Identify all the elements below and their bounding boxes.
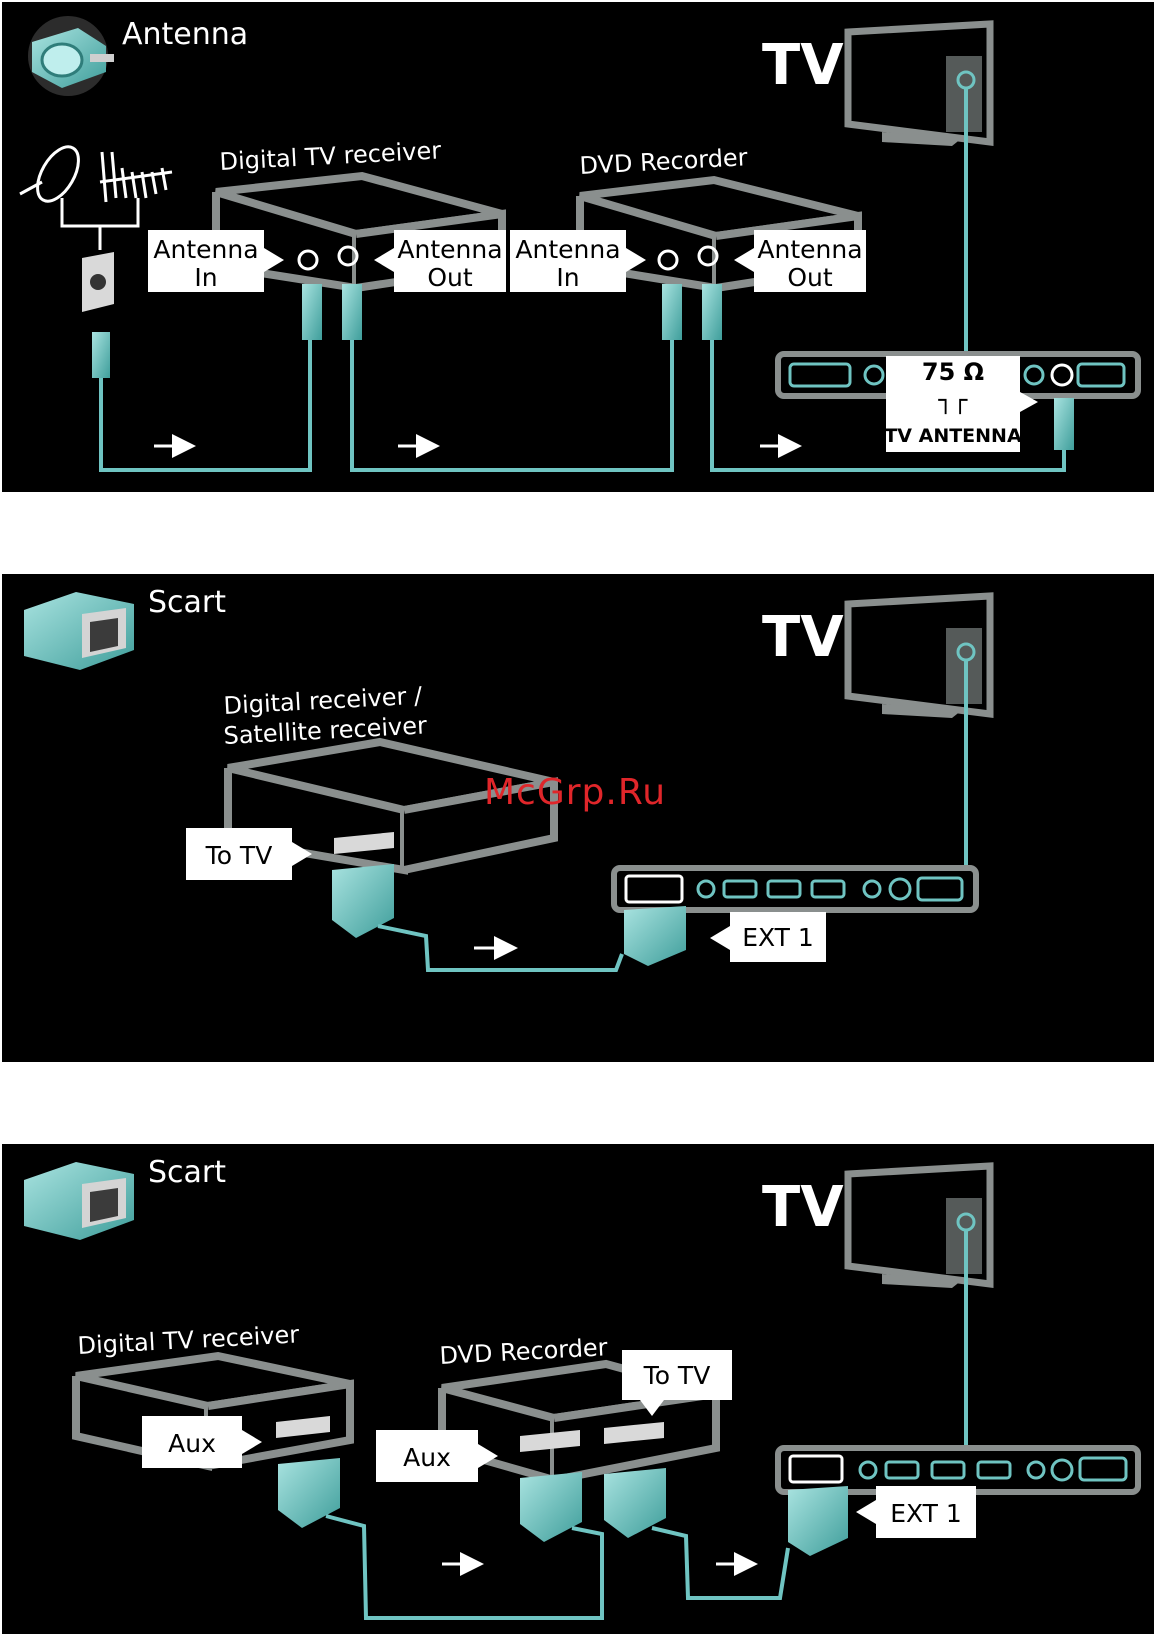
svg-text:┐┌: ┐┌ <box>938 386 968 415</box>
panel-title: Antenna <box>122 17 248 52</box>
panel-title: Scart <box>148 1155 226 1190</box>
antenna-diagram: Antenna TV Digital TV receiver <box>2 2 1154 492</box>
svg-text:EXT 1: EXT 1 <box>742 923 814 952</box>
label-to-tv: To TV <box>186 828 312 880</box>
antenna-cable-1 <box>101 340 310 470</box>
antenna-cable-2 <box>352 340 672 470</box>
panel-title: Scart <box>148 585 226 620</box>
svg-text:Out: Out <box>427 263 473 292</box>
antenna-plug-icon <box>28 16 114 96</box>
tv-label: TV <box>762 605 844 670</box>
tv-label: TV <box>762 33 844 98</box>
device-name-digital-tv-receiver: Digital TV receiver <box>77 1320 300 1360</box>
tv-connector-panel <box>778 1448 1138 1492</box>
watermark: McGrp.Ru <box>484 772 666 813</box>
tv-connector-panel <box>614 868 976 910</box>
tv-set <box>848 596 990 718</box>
svg-text:Antenna: Antenna <box>153 235 258 264</box>
label-ext-1: EXT 1 <box>710 912 826 962</box>
svg-text:In: In <box>556 263 579 292</box>
device-name-dvd-recorder: DVD Recorder <box>579 143 749 180</box>
wall-socket-icon <box>82 252 114 312</box>
scart-connection-panel: Scart TV Digital receiver / Satellite re… <box>2 574 1154 1062</box>
antenna-connection-panel: Antenna TV Digital TV receiver <box>2 2 1154 492</box>
svg-text:75 Ω: 75 Ω <box>922 358 984 386</box>
svg-text:Out: Out <box>787 263 833 292</box>
scart-dual-connection-panel: Scart TV Digital TV receiver Aux DVD Rec… <box>2 1144 1154 1634</box>
svg-text:To TV: To TV <box>643 1361 711 1390</box>
tv-set <box>848 1166 990 1288</box>
svg-text:In: In <box>194 263 217 292</box>
svg-text:Aux: Aux <box>403 1443 451 1472</box>
scart-diagram-single: Scart TV Digital receiver / Satellite re… <box>2 574 1154 1064</box>
label-antenna-in: Antenna In <box>148 230 284 292</box>
label-antenna-in: Antenna In <box>510 230 646 292</box>
svg-text:Aux: Aux <box>168 1429 216 1458</box>
scart-plug-icon <box>24 592 134 670</box>
svg-text:Antenna: Antenna <box>515 235 620 264</box>
svg-text:Antenna: Antenna <box>397 235 502 264</box>
scart-diagram-dual: Scart TV Digital TV receiver Aux DVD Rec… <box>2 1144 1154 1634</box>
svg-text:To TV: To TV <box>205 841 273 870</box>
svg-text:EXT 1: EXT 1 <box>890 1499 962 1528</box>
svg-text:Antenna: Antenna <box>757 235 862 264</box>
device-name-digital-tv-receiver: Digital TV receiver <box>219 136 442 176</box>
label-aux: Aux <box>376 1430 498 1482</box>
svg-text:TV ANTENNA: TV ANTENNA <box>884 425 1022 447</box>
label-tv-antenna: 75 Ω ┐┌ TV ANTENNA <box>884 356 1038 452</box>
tv-label: TV <box>762 1175 844 1240</box>
tv-set <box>848 24 990 146</box>
scart-plug-icon <box>24 1162 134 1240</box>
